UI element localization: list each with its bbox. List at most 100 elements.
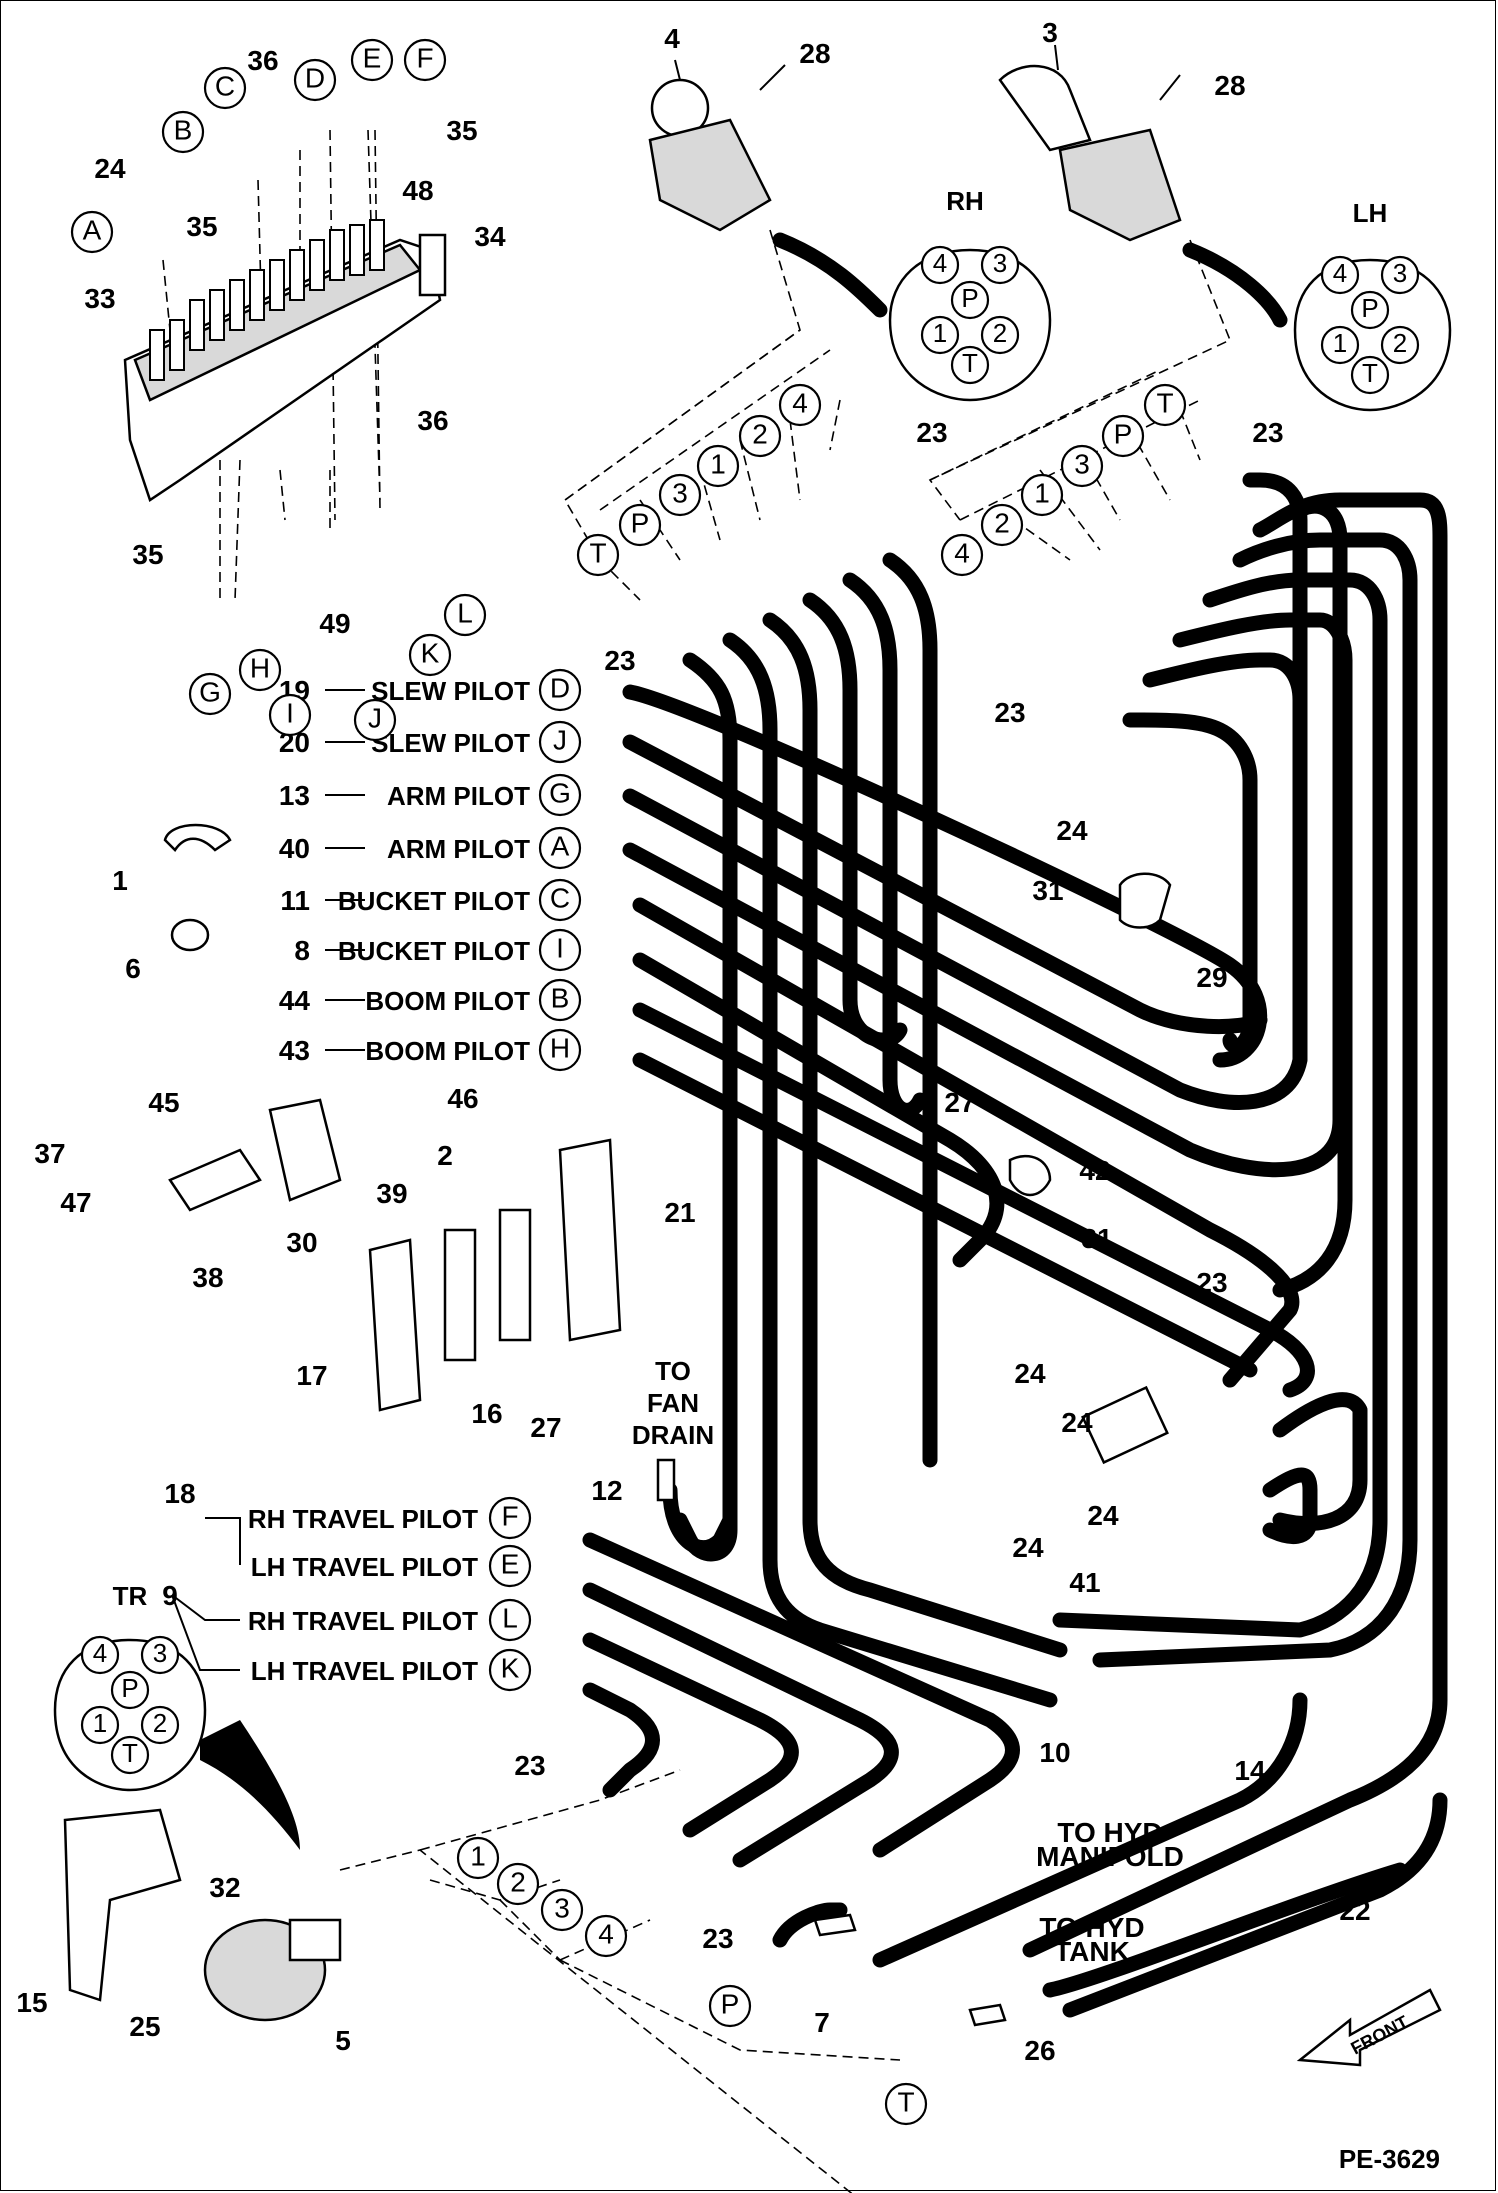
hose-callout-letter: G bbox=[549, 778, 571, 809]
travel-callout-letter: K bbox=[501, 1653, 520, 1684]
tr-port-letter: 3 bbox=[554, 1893, 570, 1924]
travel-callout-letter-circle bbox=[488, 1598, 532, 1642]
rh-pattern-pin: 3 bbox=[993, 248, 1007, 278]
hose-callout-number: 8 bbox=[294, 935, 310, 966]
hose-lh-4 bbox=[1122, 712, 1258, 1054]
part-number: 6 bbox=[125, 953, 141, 984]
rh-port-letter-circle bbox=[778, 383, 822, 427]
valve-letter-circle bbox=[188, 672, 232, 716]
part-number: 36 bbox=[417, 405, 448, 436]
travel-callout-text: LH TRAVEL PILOT bbox=[251, 1656, 478, 1686]
lh-pattern-pin-circle bbox=[1350, 355, 1390, 395]
part-number: 48 bbox=[402, 175, 433, 206]
lh-pattern-pin: T bbox=[1362, 358, 1378, 388]
hose-callout-letter-circle bbox=[538, 1028, 582, 1072]
hose-callout-letter-circle bbox=[538, 928, 582, 972]
rh-pattern-pin-circle bbox=[950, 280, 990, 320]
part-number: 14 bbox=[1234, 1755, 1266, 1786]
travel-callout-letter-circle bbox=[488, 1544, 532, 1588]
valve-letter-circle bbox=[70, 210, 114, 254]
hose-callout-number: 13 bbox=[279, 780, 310, 811]
valve-letter-circle bbox=[353, 698, 397, 742]
hose-callout-letter: B bbox=[551, 983, 570, 1014]
hose-callout-number: 43 bbox=[279, 1035, 310, 1066]
rh-pattern-pin: 1 bbox=[933, 318, 947, 348]
hose-22 bbox=[1062, 1792, 1448, 2018]
tr-port-letter: 1 bbox=[470, 1841, 486, 1872]
hose-callout-letter-circle bbox=[538, 773, 582, 817]
part-number: 25 bbox=[129, 2011, 160, 2042]
lh-pattern-pin-circle bbox=[1320, 255, 1360, 295]
tr-pattern-pin: T bbox=[122, 1738, 138, 1768]
leader-lines bbox=[171, 44, 1181, 1671]
lh-port-letter: P bbox=[1114, 419, 1133, 450]
rh-pattern-pin: 2 bbox=[993, 318, 1007, 348]
lh-pattern-pin-circle bbox=[1320, 325, 1360, 365]
hose-loop-lower bbox=[1262, 1467, 1318, 1544]
hose-travel-f bbox=[582, 1532, 1020, 1858]
part-number: 24 bbox=[1014, 1358, 1046, 1389]
lh-pattern-pin-circle bbox=[1350, 290, 1390, 330]
rh-pattern-pin-circle bbox=[920, 245, 960, 285]
part-number: 33 bbox=[84, 283, 115, 314]
part-number: 24 bbox=[1061, 1407, 1093, 1438]
tr-pattern-pin-circle bbox=[110, 1735, 150, 1775]
part-number: 4 bbox=[664, 23, 680, 54]
tr-port-letter: T bbox=[897, 2087, 914, 2118]
hose-callout-text: BOOM PILOT bbox=[365, 1036, 530, 1066]
hose-callout-text: ARM PILOT bbox=[387, 834, 530, 864]
lh-port-letter-circle bbox=[980, 503, 1024, 547]
travel-callout-letter-circle bbox=[488, 1648, 532, 1692]
rh-port-letter-circle bbox=[658, 473, 702, 517]
part-number: 24 bbox=[1012, 1532, 1044, 1563]
valve-letter: J bbox=[368, 703, 382, 734]
hose-callout-letter-circle bbox=[538, 826, 582, 870]
part-number: 24 bbox=[1087, 1500, 1119, 1531]
part-number: 30 bbox=[286, 1227, 317, 1258]
part-number: 24 bbox=[94, 153, 126, 184]
part-number: 22 bbox=[1339, 1895, 1370, 1926]
part-number: 3 bbox=[1042, 17, 1058, 48]
tr-port-pattern bbox=[53, 1638, 207, 1792]
part-number: 42 bbox=[1079, 1155, 1110, 1186]
part-number: 37 bbox=[34, 1138, 65, 1169]
hose-fan-drain bbox=[662, 1482, 738, 1556]
hose-callout-letter-circle bbox=[538, 668, 582, 712]
lh-port-letter: 2 bbox=[994, 508, 1010, 539]
hose-callout-text: SLEW PILOT bbox=[371, 676, 530, 706]
valve-letter-circle bbox=[350, 38, 394, 82]
tr-pattern-pin-circle bbox=[110, 1670, 150, 1710]
lh-port-letter: 3 bbox=[1074, 449, 1090, 480]
part-number: 26 bbox=[1024, 2035, 1055, 2066]
part-number: 23 bbox=[1196, 1267, 1227, 1298]
tr-port-letter: 2 bbox=[510, 1867, 526, 1898]
valve-letter-circle bbox=[408, 633, 452, 677]
hyd-tank-note: TO HYD bbox=[1039, 1912, 1144, 1943]
part-number: 46 bbox=[447, 1083, 478, 1114]
hose-callout-letter: I bbox=[556, 933, 564, 964]
lh-pattern-pin: 3 bbox=[1393, 258, 1407, 288]
part-number: 31 bbox=[1032, 875, 1063, 906]
hyd-tank-note: TANK bbox=[1054, 1936, 1130, 1967]
rh-pattern-pin-circle bbox=[920, 315, 960, 355]
rh-pattern-pin-circle bbox=[980, 315, 1020, 355]
part-number: 36 bbox=[247, 45, 278, 76]
lh-port-letter-circle bbox=[1060, 444, 1104, 488]
travel-callout-letter-circle bbox=[488, 1496, 532, 1540]
part-number: 32 bbox=[209, 1872, 240, 1903]
part-number: 17 bbox=[296, 1360, 327, 1391]
travel-callout-letter: E bbox=[501, 1549, 520, 1580]
part-number: 15 bbox=[16, 1987, 47, 2018]
hose-lh-1 bbox=[1172, 612, 1353, 1298]
rh-port-letter: 2 bbox=[752, 419, 768, 450]
rh-port-letter-circle bbox=[738, 414, 782, 458]
control-valve-block bbox=[123, 219, 447, 502]
hose-14 bbox=[1042, 1862, 1408, 1998]
rh-port-letter: T bbox=[589, 538, 606, 569]
part-number: 12 bbox=[591, 1475, 622, 1506]
hose-lh-t bbox=[1022, 492, 1448, 1958]
hose-7-tank bbox=[772, 1902, 848, 1948]
hose-callout-letter: D bbox=[550, 673, 570, 704]
part-number: 5 bbox=[335, 2025, 351, 2056]
tr-pattern-pin-circle bbox=[140, 1705, 180, 1745]
